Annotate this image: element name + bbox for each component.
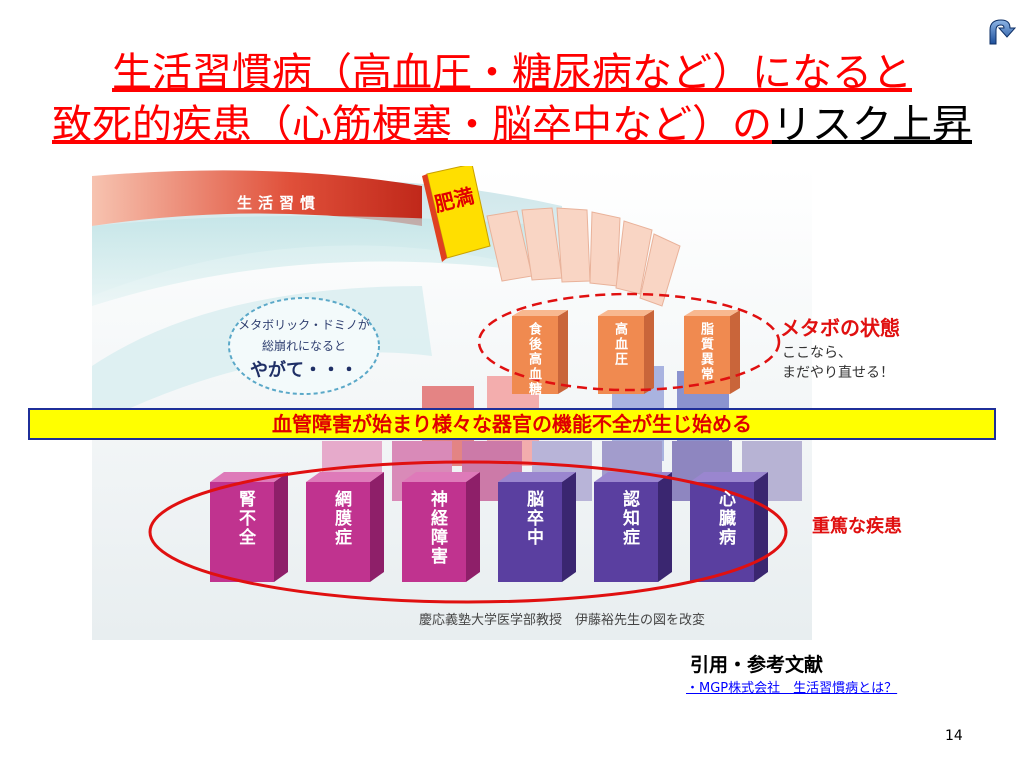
severe-card-1-label: 腎不全 [235, 490, 255, 547]
obesity-block-side [422, 174, 447, 262]
reference-link-mgp[interactable]: ・MGP株式会社 生活習慣病とは？ [686, 681, 898, 696]
metabo-card-3 [684, 310, 740, 394]
metabo-card-2 [598, 310, 654, 394]
severe-card-4-label: 脳卒中 [523, 490, 543, 547]
metabo-sub-1: ここなら、 [782, 345, 852, 361]
bubble-line-1: メタボリック・ドミノが [238, 317, 370, 332]
severe-card-3 [402, 472, 480, 582]
metabo-card-1-label: 食後高血糖 [526, 322, 541, 397]
bubble-line-3: やがて・・・ [250, 359, 358, 381]
curved-arrow-return-icon[interactable] [984, 14, 1018, 48]
arc-label: 生活習慣 [237, 194, 321, 212]
severe-title: 重篤な疾患 [812, 516, 902, 537]
severe-card-1 [210, 472, 288, 582]
figure-credit: 慶応義塾大学医学部教授 伊藤裕先生の図を改変 [419, 612, 705, 628]
title-line2-red: 致死的疾患（心筋梗塞・脳卒中など）の [52, 102, 772, 148]
metabo-title: メタボの状態 [780, 316, 900, 340]
severe-cards-group [210, 472, 768, 582]
severe-card-6 [690, 472, 768, 582]
metabo-card-1 [512, 310, 568, 394]
metabo-card-3-label: 脂質異常 [698, 322, 713, 382]
vascular-damage-banner: 血管障害が始まり様々な器官の機能不全が生じ始める [28, 408, 996, 440]
falling-domino-tiles [486, 207, 681, 307]
slide-title-line2: 致死的疾患（心筋梗塞・脳卒中など）のリスク上昇 [0, 102, 1024, 148]
arc-band-red [92, 170, 422, 226]
bubble-line-2: 総崩れになると [262, 339, 346, 353]
metabolic-domino-figure: 肥満 生活習慣 メタボリック・ドミノが 総崩れになると やがて・・・ [92, 166, 812, 640]
severe-card-2 [306, 472, 384, 582]
references-heading: 引用・参考文献 [690, 654, 824, 676]
severe-card-6-label: 心臓病 [715, 490, 735, 547]
speech-bubble [228, 297, 380, 395]
page-number: 14 [945, 728, 963, 744]
metabo-sub-2: まだやり直せる！ [782, 365, 894, 381]
severe-card-2-label: 網膜症 [331, 490, 351, 547]
metabo-card-2-label: 高血圧 [612, 322, 627, 367]
metabo-dashed-ellipse [477, 292, 781, 392]
severe-red-ellipse [148, 460, 788, 604]
severe-card-5-label: 認知症 [619, 490, 639, 547]
severe-card-3-label: 神経障害 [427, 490, 447, 566]
obesity-block [426, 166, 491, 259]
severe-card-4 [498, 472, 576, 582]
slide-title-line1: 生活習慣病（高血圧・糖尿病など）になると [112, 50, 912, 96]
title-line2-black: リスク上昇 [772, 102, 972, 148]
